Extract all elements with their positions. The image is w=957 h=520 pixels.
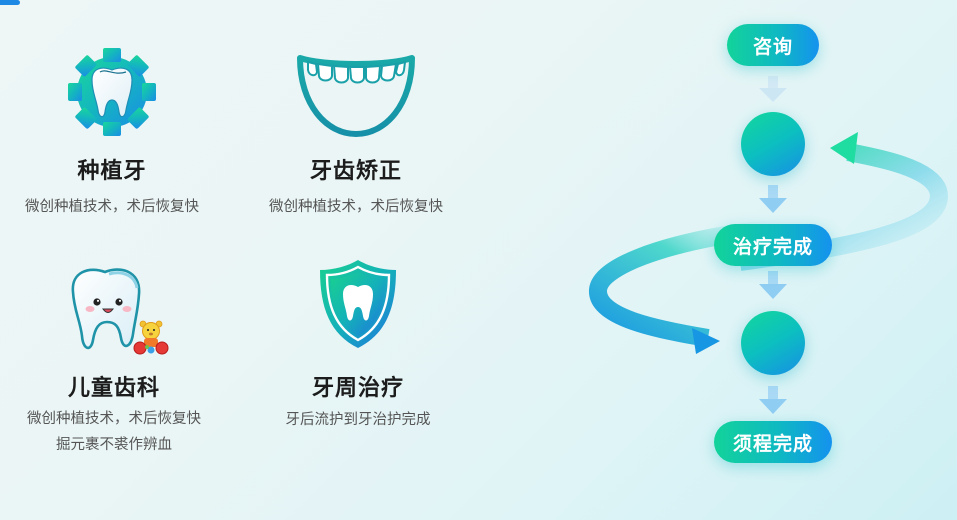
flow-step-consultation[interactable]: 咨询 — [727, 24, 819, 66]
arrow-down-icon — [759, 271, 787, 299]
arrow-down-icon — [759, 76, 787, 102]
service-description: 微创种植技术，术后恢复快 — [269, 199, 443, 215]
service-title: 牙齿矫正 — [309, 159, 402, 184]
service-card-periodontal[interactable]: 牙周治疗 牙后流护到牙治护完成 — [238, 250, 478, 450]
service-title: 儿童齿科 — [67, 376, 160, 401]
shield-tooth-icon — [316, 258, 400, 350]
flow-step-node-2[interactable] — [741, 311, 805, 375]
gear-tooth-icon — [62, 42, 162, 142]
service-description: 微创种植技术，术后恢复快 — [25, 199, 199, 215]
service-description: 微创种植技术，术后恢复快 — [27, 411, 201, 427]
service-card-orthodontics[interactable]: 牙齿矫正 微创种植技术，术后恢复快 — [236, 0, 476, 230]
service-title: 牙周治疗 — [311, 376, 404, 401]
cartoon-tooth-teddy-icon — [65, 262, 175, 358]
service-title: 种植牙 — [77, 159, 147, 184]
flow-step-node-1[interactable] — [741, 112, 805, 176]
process-flow: 咨询 治疗完成 须程完成 — [580, 0, 957, 520]
smile-teeth-icon — [294, 52, 418, 140]
arrow-down-icon — [759, 386, 787, 414]
flow-step-process-complete[interactable]: 须程完成 — [714, 421, 832, 463]
arrow-down-icon — [759, 185, 787, 213]
service-card-implant[interactable]: 种植牙 微创种植技术，术后恢复快 — [0, 0, 232, 230]
flow-step-treatment-complete[interactable]: 治疗完成 — [714, 224, 832, 266]
accent-bar — [0, 0, 20, 5]
service-description-secondary: 掘元裹不裘作辨血 — [56, 437, 172, 453]
service-card-pediatric[interactable]: 儿童齿科 微创种植技术，术后恢复快 掘元裹不裘作辨血 — [0, 250, 234, 460]
service-description: 牙后流护到牙治护完成 — [285, 412, 431, 428]
